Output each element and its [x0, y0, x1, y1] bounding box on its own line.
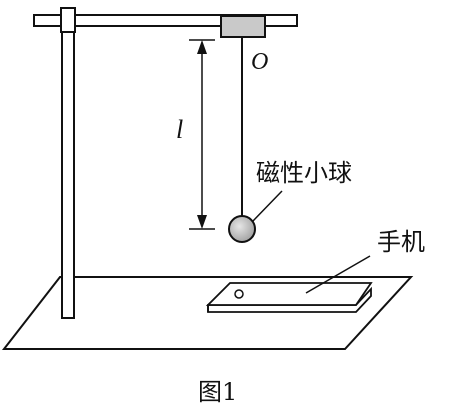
magnetic-ball	[228, 215, 256, 243]
phone-camera-icon	[234, 289, 244, 299]
length-label: l	[176, 115, 183, 144]
ball-leader-line	[252, 190, 283, 222]
phone-body	[205, 282, 373, 306]
pole-clamp	[60, 7, 76, 33]
stand-pole	[61, 13, 75, 319]
phone-leader-line	[305, 255, 371, 294]
phone-label: 手机	[377, 228, 425, 256]
ball-label: 磁性小球	[256, 159, 352, 187]
pivot-label: O	[251, 49, 268, 75]
stand-arm	[33, 14, 298, 27]
length-arrow-down	[197, 215, 207, 229]
figure-caption: 图1	[198, 378, 237, 406]
pivot-block	[220, 15, 266, 38]
length-arrow-up	[197, 40, 207, 54]
